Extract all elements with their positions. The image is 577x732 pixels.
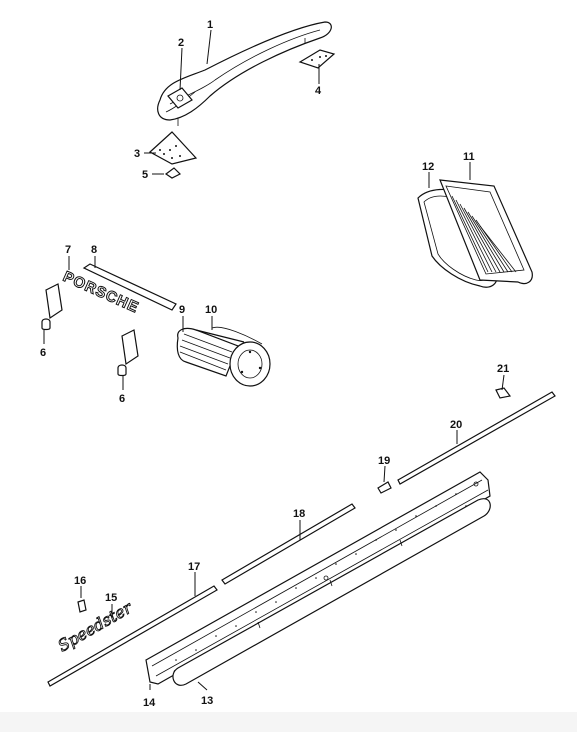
rocker-panel (145, 471, 491, 685)
trim-strip-20 (397, 391, 556, 485)
label-15: 15 (105, 592, 117, 604)
clip-part-21 (495, 387, 512, 399)
label-10: 10 (205, 304, 217, 316)
label-7: 7 (65, 244, 71, 256)
clip-part-16 (77, 599, 87, 613)
label-1: 1 (207, 19, 213, 31)
label-16: 16 (74, 575, 86, 587)
label-6a: 6 (40, 347, 46, 359)
label-11: 11 (463, 151, 475, 163)
engine-grille (439, 179, 533, 285)
trim-strip-17 (47, 585, 218, 687)
label-2: 2 (178, 37, 184, 49)
page-footer-band (0, 712, 577, 732)
label-21: 21 (497, 363, 509, 375)
horn-grille (176, 327, 239, 377)
label-4: 4 (315, 85, 322, 97)
label-17: 17 (188, 561, 200, 573)
trim-end-19 (377, 481, 392, 494)
label-20: 20 (450, 419, 462, 431)
label-6b: 6 (119, 393, 125, 405)
handle-rear-gasket (298, 49, 336, 69)
horn-grille-ring (195, 326, 271, 387)
emblem-bracket-left (41, 283, 63, 331)
trim-strip-18 (221, 503, 356, 585)
leader-lines (43, 29, 505, 691)
speedster-script: Speedster (55, 597, 137, 655)
label-13: 13 (201, 695, 213, 707)
porsche-badge-bar (82, 263, 177, 311)
part-labels: 1 2 3 4 5 7 8 6 6 9 10 11 12 21 20 19 18… (40, 19, 509, 709)
label-19: 19 (378, 455, 390, 467)
clip-part-5 (164, 167, 182, 179)
label-18: 18 (293, 508, 305, 520)
handle-gasket (148, 131, 198, 165)
label-9: 9 (179, 304, 185, 316)
emblem-bracket-right (117, 329, 139, 377)
label-8: 8 (91, 244, 97, 256)
label-3: 3 (134, 148, 140, 160)
label-12: 12 (422, 161, 434, 173)
label-5: 5 (142, 169, 148, 181)
rocker-trim-tube (172, 498, 491, 686)
label-14: 14 (143, 697, 156, 709)
handle-lock (167, 87, 193, 109)
